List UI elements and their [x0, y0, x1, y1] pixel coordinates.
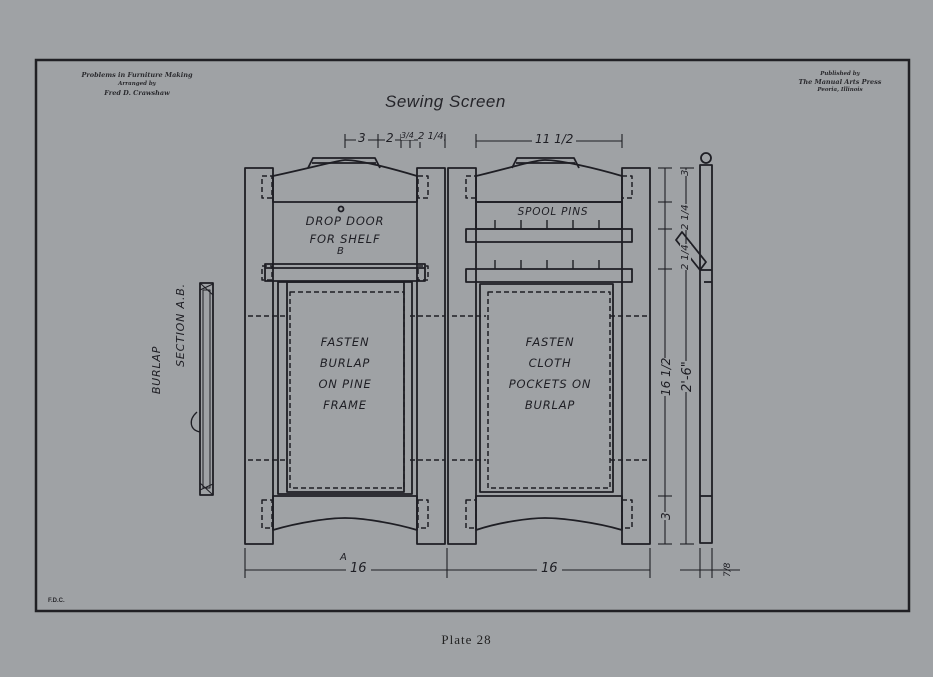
- left-panel-line3: ON PINE: [318, 377, 372, 391]
- section-letter-a: A: [340, 552, 347, 563]
- drop-door-line1: DROP DOOR: [305, 214, 385, 228]
- drop-door-line2: FOR SHELF: [309, 232, 381, 246]
- dim-width-right: 16: [537, 561, 562, 576]
- right-panel-line1: FASTEN: [525, 335, 575, 349]
- dim-height-mid1: 2 1/4: [680, 204, 691, 230]
- dim-thickness: 7/8: [723, 562, 733, 577]
- left-panel-label: FASTEN BURLAP ON PINE FRAME: [295, 332, 395, 416]
- right-panel-joints: [452, 175, 648, 529]
- dim-right-top: 11 1/2: [532, 132, 577, 146]
- drop-door-label: DROP DOOR FOR SHELF: [290, 212, 400, 248]
- spool-pins-label: SPOOL PINS: [517, 206, 589, 218]
- dim-height-bottom: 3: [659, 512, 673, 520]
- publisher-name: The Manual Arts Press: [798, 78, 882, 86]
- plate-header-right: Published by The Manual Arts Press Peori…: [770, 70, 910, 94]
- right-panel-line3: POCKETS ON: [508, 377, 592, 391]
- plate-header-left: Problems in Furniture Making Arranged by…: [52, 71, 222, 98]
- section-ab-label: SECTION A.B.: [174, 283, 187, 367]
- initials: F.D.C.: [48, 598, 65, 604]
- section-letter-b: B: [337, 246, 344, 257]
- dim-height-total: 2'-6": [680, 361, 695, 392]
- side-elevation: [675, 152, 713, 544]
- author-name: Fred D. Crawshaw: [104, 89, 170, 97]
- dim-gap: 3/4: [401, 131, 414, 140]
- left-panel-line1: FASTEN: [320, 335, 370, 349]
- right-panel-line2: CLOTH: [528, 356, 572, 370]
- right-panel-label: FASTEN CLOTH POCKETS ON BURLAP: [495, 332, 605, 416]
- spool-pins: [494, 220, 600, 269]
- plate-border: [34, 58, 911, 613]
- dim-stile: 2 1/4: [418, 131, 444, 142]
- plate-title: Sewing Screen: [385, 92, 506, 111]
- left-panel-joints: [248, 175, 445, 529]
- plate-caption: Plate 28: [441, 632, 492, 647]
- left-panel-line2: BURLAP: [319, 356, 371, 370]
- published-by: Published by: [820, 71, 860, 77]
- dim-height-mid2: 2 1/4: [680, 244, 691, 270]
- left-panel-line4: FRAME: [323, 398, 367, 412]
- right-panel-frame: [447, 157, 651, 545]
- dim-top-rail: 3: [356, 131, 368, 145]
- dim-width-left: 16: [346, 561, 371, 576]
- burlap-label: BURLAP: [150, 345, 163, 395]
- dim-rail-gap: 2: [385, 131, 395, 145]
- arranged-by: Arranged by: [118, 81, 156, 87]
- dim-height-inner: 16 1/2: [659, 357, 673, 396]
- publisher-place: Peoria, Illinois: [817, 87, 863, 93]
- right-panel-line4: BURLAP: [524, 398, 576, 412]
- burlap-section: [190, 282, 214, 496]
- dim-height-top: 3: [680, 169, 691, 176]
- series-title: Problems in Furniture Making: [81, 71, 193, 79]
